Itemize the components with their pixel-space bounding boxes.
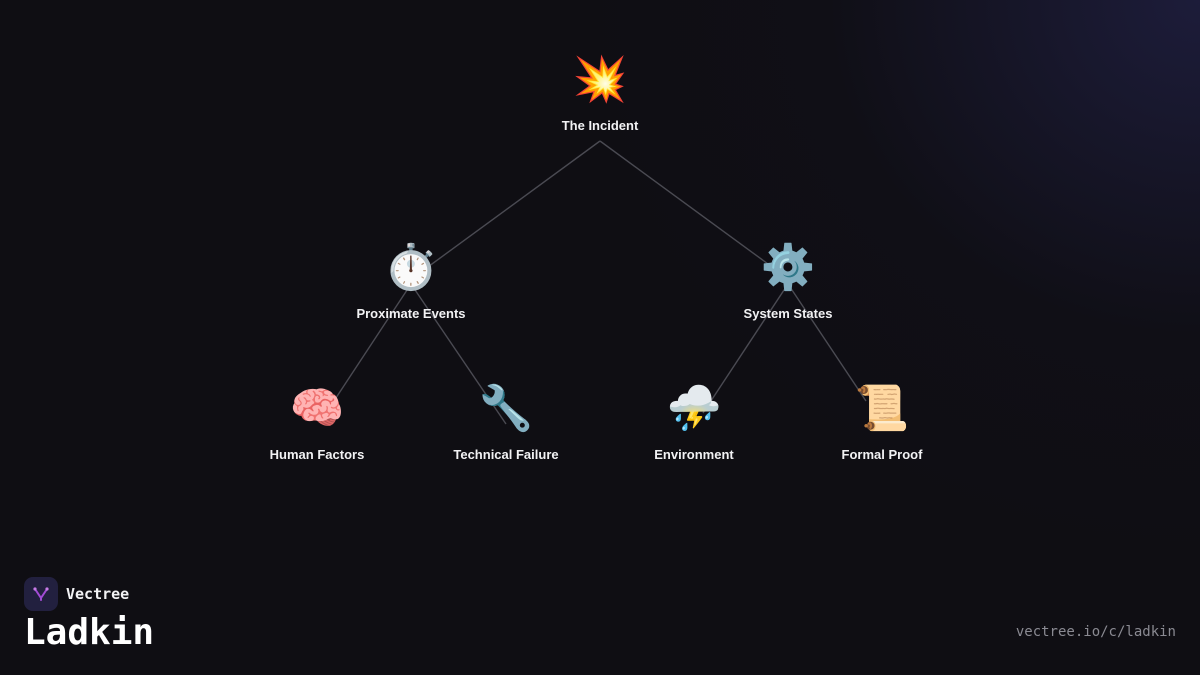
vectree-logo-icon <box>24 577 58 611</box>
node-label: Formal Proof <box>841 447 923 462</box>
node-label: Proximate Events <box>356 306 466 321</box>
collision-icon: 💥 <box>572 55 628 104</box>
storm-cloud-icon: ⛈️ <box>666 384 722 433</box>
node-formal-proof[interactable]: 📜 Formal Proof <box>782 383 982 462</box>
node-label: Technical Failure <box>453 447 559 462</box>
node-proximate-events[interactable]: ⏱️ Proximate Events <box>311 242 511 321</box>
wrench-icon: 🔧 <box>478 384 534 433</box>
edge-incident-system <box>599 140 780 273</box>
page-url-link[interactable]: vectree.io/c/ladkin <box>1015 624 1176 640</box>
edge-system-formal <box>787 283 867 402</box>
gear-icon: ⚙️ <box>760 243 816 292</box>
node-environment[interactable]: ⛈️ Environment <box>594 383 794 462</box>
edge-system-environment <box>702 283 789 414</box>
brand[interactable]: Vectree <box>24 577 129 611</box>
node-label: Environment <box>654 447 734 462</box>
edge-incident-proximate <box>420 140 601 273</box>
node-label: System States <box>743 306 833 321</box>
node-label: Human Factors <box>269 447 365 462</box>
page-title: Ladkin <box>24 612 155 653</box>
node-human-factors[interactable]: 🧠 Human Factors <box>217 383 417 462</box>
scroll-icon: 📜 <box>854 384 910 433</box>
edge-proximate-human <box>325 283 412 414</box>
brain-icon: 🧠 <box>289 384 345 433</box>
node-technical-failure[interactable]: 🔧 Technical Failure <box>406 383 606 462</box>
edge-proximate-technical <box>410 283 507 425</box>
node-incident[interactable]: 💥 The Incident <box>500 54 700 133</box>
node-label: The Incident <box>561 118 639 133</box>
node-system-states[interactable]: ⚙️ System States <box>688 242 888 321</box>
stopwatch-icon: ⏱️ <box>383 243 439 292</box>
brand-name: Vectree <box>66 585 130 603</box>
